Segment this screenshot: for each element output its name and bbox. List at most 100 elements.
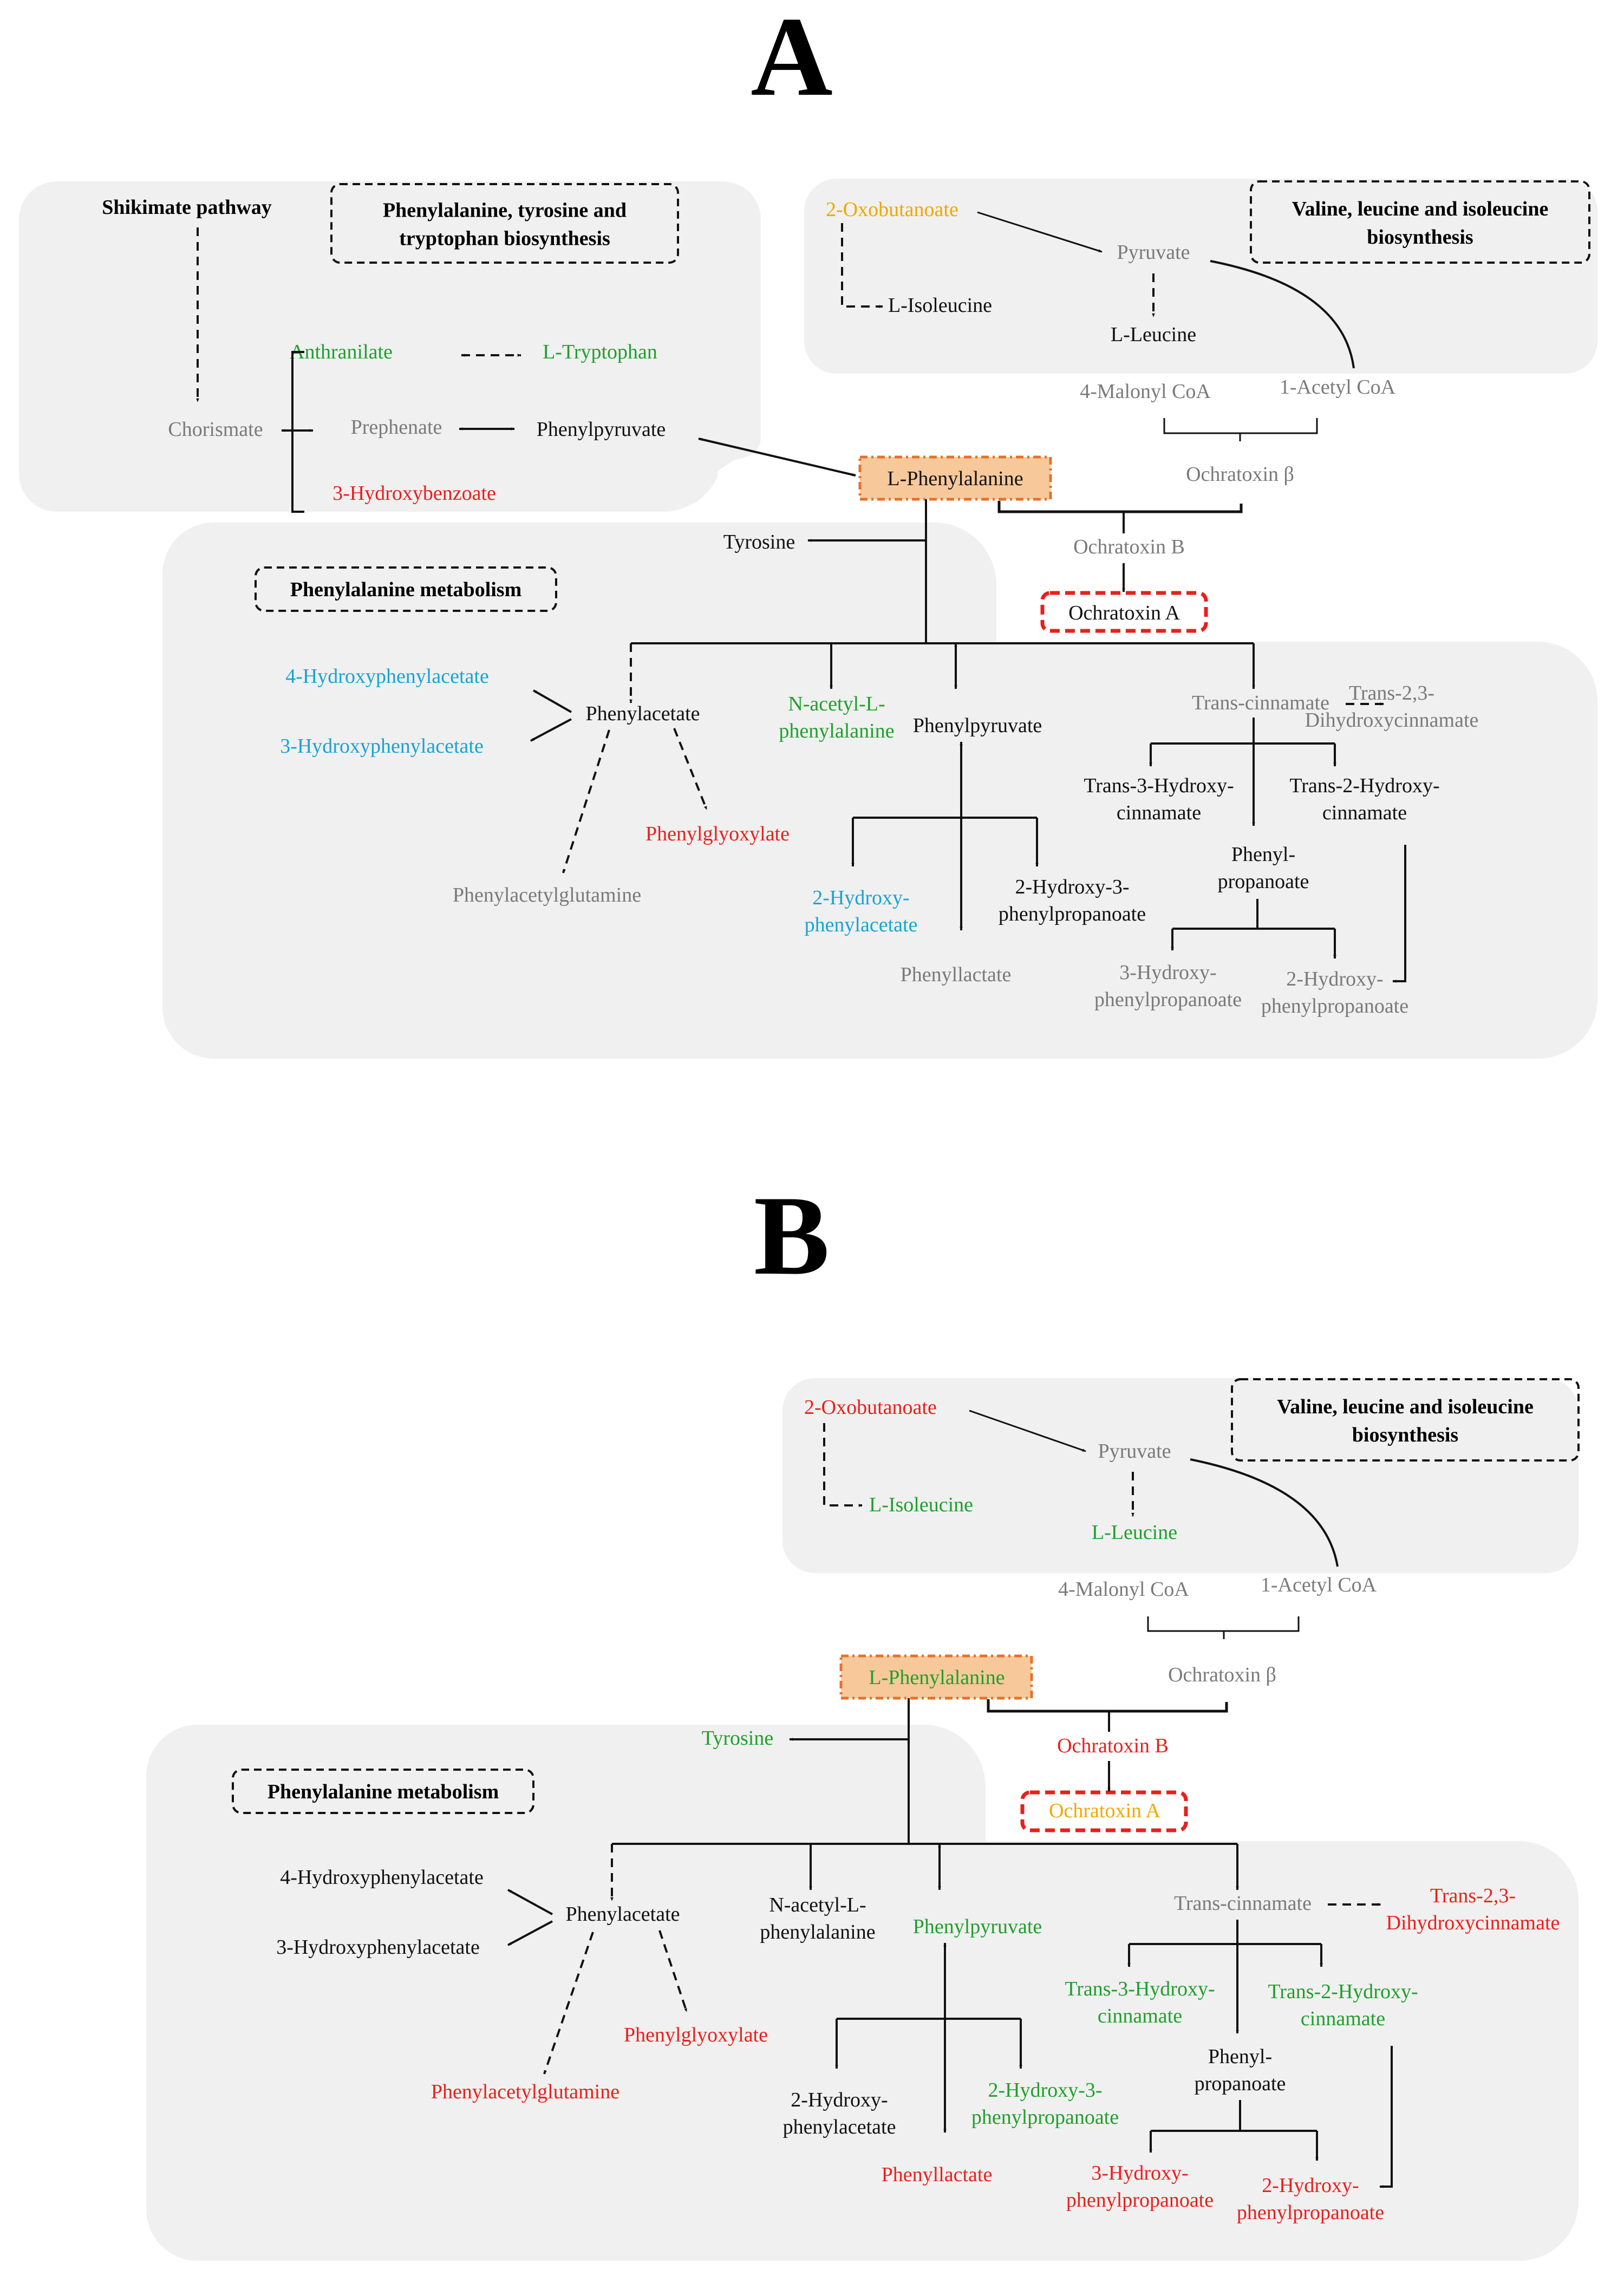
node-malonyl-coa: 4-Malonyl CoA <box>1058 1578 1189 1601</box>
node-phenyllactate: Phenyllactate <box>882 2163 993 2186</box>
node-oxobutanoate: 2-Oxobutanoate <box>804 1396 937 1419</box>
node-phenylpyruvate: Phenylpyruvate <box>913 714 1042 737</box>
phenylacetate-hpa4 <box>507 1889 553 1915</box>
node-acetyl-coa: 1-Acetyl CoA <box>1280 376 1396 399</box>
oxobutanoate-pyruvate <box>969 1410 1086 1452</box>
node-phenylacetylglutamine: Phenylacetylglutamine <box>431 2080 619 2103</box>
header-box-bcaa <box>1231 1378 1580 1462</box>
node-phenylpyruvate: Phenylpyruvate <box>913 1915 1042 1938</box>
oxobutanoate-isoleucine <box>823 1423 863 1507</box>
header-shikimate: Shikimate pathway <box>102 196 272 219</box>
node-phenyllactate: Phenyllactate <box>901 963 1012 986</box>
node-tryptophan: L-Tryptophan <box>543 341 657 363</box>
node-oxobutanoate: 2-Oxobutanoate <box>826 198 958 221</box>
node-hpa3: 3-Hydroxyphenylacetate <box>276 1936 480 1959</box>
ochratoxin-merge <box>987 1699 1228 1713</box>
header-box-phe-metabolism <box>232 1769 534 1814</box>
node-hydroxybenzoate: 3-Hydroxybenzoate <box>332 482 496 505</box>
bcaa-region <box>804 179 1597 374</box>
node-leucine: L-Leucine <box>1111 323 1196 346</box>
header-box-aromatic <box>330 183 679 264</box>
node-ochratoxin-a: Ochratoxin A <box>1049 1799 1160 1822</box>
phenylacetate-hpa4 <box>533 689 572 713</box>
phenylalanine-highlight-box <box>858 455 1052 501</box>
aromatic-region <box>19 181 761 512</box>
node-hpa3: 3-Hydroxyphenylacetate <box>280 735 484 758</box>
node-hpp2: 2-Hydroxy-phenylpropanoate <box>1261 968 1408 1017</box>
node-anthranilate: Anthranilate <box>290 341 393 363</box>
node-acetylphe: N-acetyl-L-phenylalanine <box>779 693 894 742</box>
node-phenylalanine: L-Phenylalanine <box>869 1666 1005 1689</box>
node-phenylglyoxylate: Phenylglyoxylate <box>645 823 790 845</box>
node-hydroxycinnamate3: Trans-3-Hydroxy-cinnamate <box>1084 774 1234 824</box>
node-hydroxyphenylpropanoate23: 2-Hydroxy-3-phenylpropanoate <box>999 876 1146 925</box>
oxobutanoate-pyruvate <box>977 211 1103 253</box>
phenylacetate-hpa3 <box>507 1920 553 1946</box>
node-ochratoxin-beta: Ochratoxin β <box>1168 1664 1276 1686</box>
node-tyrosine: Tyrosine <box>702 1727 773 1750</box>
node-isoleucine: L-Isoleucine <box>888 294 992 317</box>
node-ochratoxin-b: Ochratoxin B <box>1057 1734 1169 1757</box>
node-prephenate: Prephenate <box>351 416 442 439</box>
phe-metabolism-region-b <box>146 1725 1579 2261</box>
node-hydroxycinnamate2: Trans-2-Hydroxy-cinnamate <box>1289 774 1439 824</box>
node-phenylalanine: L-Phenylalanine <box>887 467 1023 490</box>
node-phenylpropanoate: Phenyl-propanoate <box>1195 2045 1286 2095</box>
phenylacetate-hpa3 <box>530 718 572 742</box>
node-tyrosine: Tyrosine <box>723 531 795 553</box>
node-hydroxyphenylacetate2: 2-Hydroxy-phenylacetate <box>783 2089 896 2138</box>
header-phe-metabolism: Phenylalanine metabolism <box>290 578 522 601</box>
phenylacetate-glutamine <box>543 1932 594 2075</box>
node-hpp3: 3-Hydroxy-phenylpropanoate <box>1094 961 1242 1011</box>
node-transcinnamate: Trans-cinnamate <box>1192 692 1329 714</box>
node-phenylpropanoate: Phenyl-propanoate <box>1218 843 1309 893</box>
node-ochratoxin-beta: Ochratoxin β <box>1186 463 1294 486</box>
phenylacetate-glutamine <box>562 729 610 873</box>
node-dihydroxycinnamate: Trans-2,3-Dihydroxycinnamate <box>1305 682 1479 732</box>
node-phenylglyoxylate: Phenylglyoxylate <box>624 2024 768 2046</box>
node-acetyl-coa: 1-Acetyl CoA <box>1261 1574 1377 1596</box>
panel-b-letter: B <box>754 1173 830 1299</box>
node-phenylacetylglutamine: Phenylacetylglutamine <box>453 884 641 906</box>
node-hydroxyphenylacetate2: 2-Hydroxy-phenylacetate <box>805 886 918 936</box>
node-hpp2: 2-Hydroxy-phenylpropanoate <box>1237 2174 1384 2224</box>
bcaa-region-b <box>782 1378 1579 1573</box>
node-ochratoxin-a: Ochratoxin A <box>1068 602 1180 624</box>
phenylalanine-highlight-box <box>839 1654 1033 1700</box>
panel-a-letter: A <box>751 0 833 120</box>
node-transcinnamate: Trans-cinnamate <box>1174 1892 1312 1915</box>
node-malonyl-coa: 4-Malonyl CoA <box>1080 380 1211 403</box>
node-ochratoxin-b: Ochratoxin B <box>1073 536 1185 558</box>
node-phenylacetate: Phenylacetate <box>565 1903 680 1926</box>
node-chorismate: Chorismate <box>168 418 263 441</box>
header-box-phe-metabolism <box>255 566 557 612</box>
node-isoleucine: L-Isoleucine <box>869 1493 973 1516</box>
pyruvate-acetylcoa-curve <box>1190 1458 1339 1567</box>
node-pyruvate: Pyruvate <box>1117 241 1190 264</box>
oxobutanoate-isoleucine <box>841 223 883 308</box>
header-phe-metabolism: Phenylalanine metabolism <box>268 1780 499 1803</box>
node-pyruvate: Pyruvate <box>1098 1440 1171 1463</box>
ochratoxin-a-box <box>1040 591 1208 633</box>
ochratoxin-merge <box>997 501 1243 513</box>
node-hpa4: 4-Hydroxyphenylacetate <box>285 665 489 688</box>
node-acetylphe: N-acetyl-L-phenylalanine <box>760 1894 875 1943</box>
2hc-to-2hpp <box>1392 845 1406 983</box>
phe-metabolism-region <box>162 523 1597 1059</box>
coa-bracket <box>1163 418 1318 434</box>
node-hydroxycinnamate2: Trans-2-Hydroxy-cinnamate <box>1268 1980 1418 2030</box>
coa-bracket <box>1147 1616 1300 1632</box>
pyruvate-acetylcoa-curve <box>1210 260 1355 369</box>
node-hydroxycinnamate3: Trans-3-Hydroxy-cinnamate <box>1065 1978 1215 2027</box>
node-leucine: L-Leucine <box>1092 1521 1177 1544</box>
ochratoxin-a-box <box>1020 1790 1188 1832</box>
node-phenylpyruvate-top: Phenylpyruvate <box>537 418 666 441</box>
node-phenylacetate: Phenylacetate <box>585 702 700 725</box>
2hc-to-2hpp <box>1379 2046 1393 2188</box>
